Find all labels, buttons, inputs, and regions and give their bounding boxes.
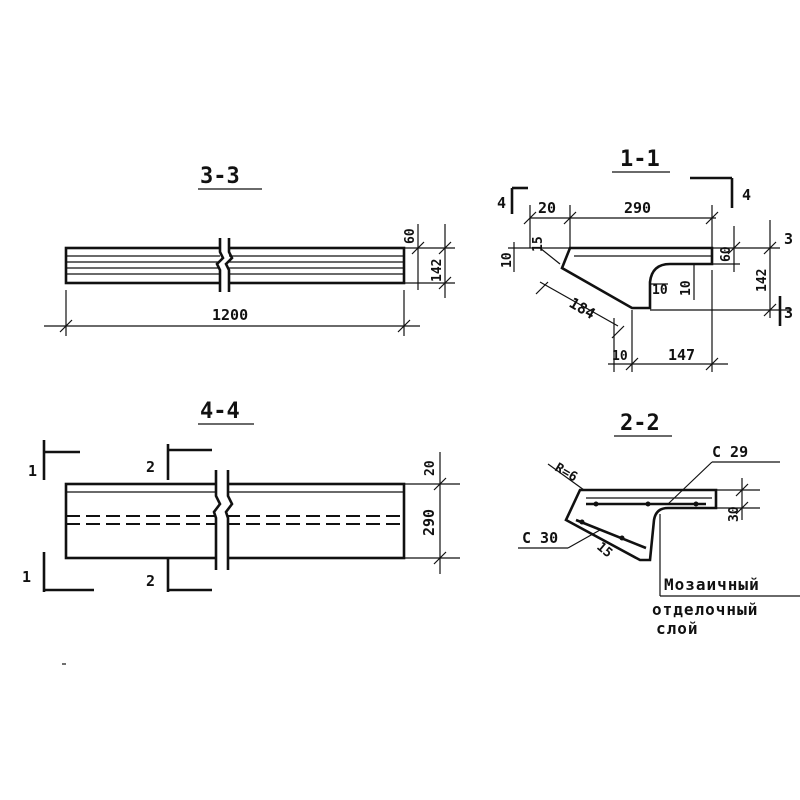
dim-142-r-tick-top — [763, 241, 777, 255]
dim-1200-tick-left — [59, 319, 73, 333]
dim-142-r-tick-bottom — [763, 303, 777, 317]
dim-290-44-label: 290 — [420, 509, 438, 536]
rebar-bottom-label: C 30 — [522, 529, 558, 547]
slab-4-4-break-right — [224, 470, 234, 570]
dim-30-tick-top — [735, 483, 749, 497]
section-1-1-title: 1-1 — [620, 147, 660, 172]
dim-1200-label: 1200 — [212, 306, 248, 324]
slab-3-3-outline — [64, 246, 406, 285]
dim-20-tick-left — [523, 211, 537, 225]
dim-30-tick-bottom — [735, 501, 749, 515]
dim-147-tick-left — [625, 357, 639, 371]
slab-3-3-break-right — [224, 238, 234, 292]
marker-4-left: 4 — [497, 194, 506, 212]
dim-4-4-tick-top — [433, 477, 447, 491]
slab-4-4-break-gap — [216, 472, 228, 568]
section-1-1: 1-1 4 4 20 290 10 15 184 10 — [497, 147, 793, 372]
radius-leader — [547, 463, 585, 491]
marker-4-right: 4 — [742, 186, 751, 204]
note-line-2: отделочный — [652, 600, 758, 619]
section-3-3-title: 3-3 — [200, 164, 240, 189]
dim-15-22-label: 15 — [593, 540, 615, 562]
section-2-2-title: 2-2 — [620, 411, 660, 436]
dim-10-bottom-label: 10 — [612, 349, 628, 364]
dim-290-tick — [705, 211, 719, 225]
step-1-1-profile — [560, 246, 714, 310]
dim-15-label: 15 — [531, 236, 546, 252]
dim-147-tick-right — [705, 357, 719, 371]
slab-3-3-break-left — [215, 238, 225, 292]
marker-1-top-label: 1 — [28, 462, 37, 480]
rebar-bar-2 — [645, 501, 651, 507]
dim-10-inner-label: 10 — [652, 283, 668, 298]
dim-142-label: 142 — [430, 259, 445, 282]
section-2-2: 2-2 R=6 C 29 C 30 30 15 Мозаичный — [518, 411, 800, 638]
dim-184-label: 184 — [566, 294, 598, 323]
marker-2-bottom-label: 2 — [146, 572, 155, 590]
dim-4-4-tick-bottom — [433, 551, 447, 565]
dim-60-label: 60 — [403, 228, 418, 244]
slab-4-4-outline — [64, 482, 406, 560]
dim-20-tick-right — [563, 211, 577, 225]
section-4-4-title: 4-4 — [200, 399, 240, 424]
rebar-bar-4 — [579, 519, 585, 525]
marker-1-bottom-label: 1 — [22, 568, 31, 586]
dim-60-tick — [411, 241, 425, 255]
dim-142-r-label: 142 — [755, 269, 770, 292]
dim-60-r-label: 60 — [719, 246, 734, 262]
rebar-top-leader — [667, 461, 713, 505]
dim-184-line — [539, 281, 619, 327]
dim-20-label: 20 — [538, 199, 556, 217]
rebar-bar-1 — [593, 501, 599, 507]
dim-1200-tick-right — [397, 319, 411, 333]
dim-10-left-label: 10 — [500, 252, 515, 268]
dim-142-tick-top — [438, 241, 452, 255]
rebar-top-label: C 29 — [712, 443, 748, 461]
dim-290-label: 290 — [624, 199, 651, 217]
step-2-2-profile — [564, 488, 718, 562]
dim-15-leader — [539, 247, 561, 265]
marker-3-top: 3 — [784, 230, 793, 248]
dim-30-label: 30 — [727, 506, 742, 522]
dim-10-vert-label: 10 — [679, 280, 694, 296]
section-3-3: 3-3 1200 60 142 — [44, 164, 455, 336]
marker-3-bottom: 3 — [784, 304, 793, 322]
section-4-4: 4-4 1 1 2 2 20 290 — [22, 399, 460, 592]
marker-2-top-label: 2 — [146, 458, 155, 476]
dim-60-r-tick — [727, 241, 741, 255]
slab-4-4-break-left — [212, 470, 222, 570]
dim-147-label: 147 — [668, 346, 695, 364]
note-line-3: слой — [656, 619, 699, 638]
radius-label: R=6 — [552, 460, 580, 485]
rebar-bottom — [575, 518, 647, 550]
slab-3-3-break-gap — [220, 240, 229, 290]
dim-20-44-label: 20 — [423, 460, 438, 476]
rebar-bar-3 — [693, 501, 699, 507]
rebar-bottom-leader — [567, 529, 601, 549]
rebar-bar-5 — [619, 535, 625, 541]
dim-142-tick-bottom — [438, 276, 452, 290]
note-line-1: Мозаичный — [664, 575, 760, 594]
dim-184-tick-a — [535, 281, 549, 295]
